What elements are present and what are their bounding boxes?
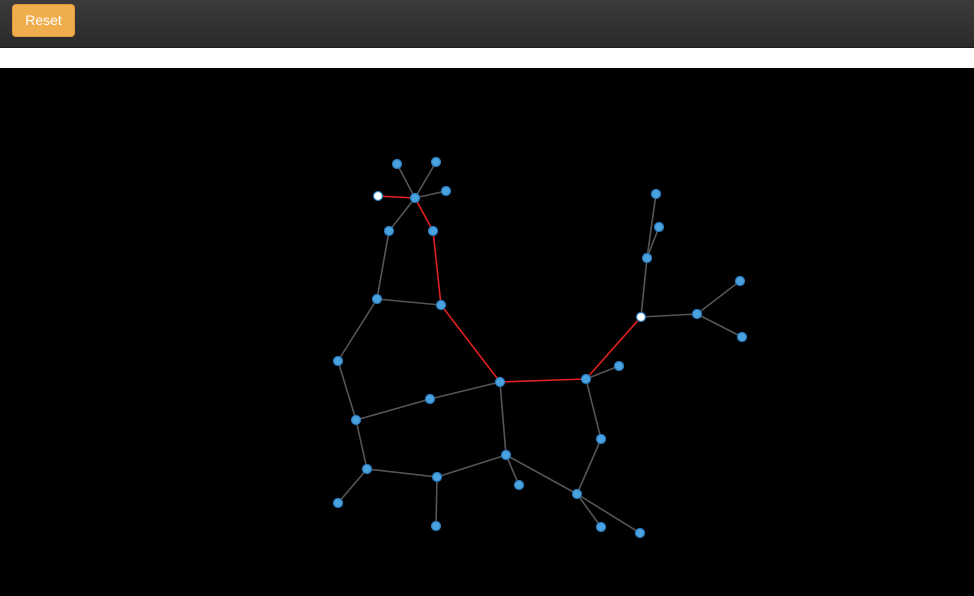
graph-edge bbox=[576, 438, 602, 495]
graph-edge bbox=[429, 381, 501, 400]
graph-node[interactable] bbox=[424, 393, 436, 405]
graph-edge bbox=[366, 468, 438, 478]
graph-node[interactable] bbox=[650, 188, 662, 200]
graph-edge bbox=[499, 381, 507, 456]
graph-node[interactable] bbox=[736, 331, 748, 343]
graph-node[interactable] bbox=[431, 471, 443, 483]
graph-node[interactable] bbox=[494, 376, 506, 388]
graph-edge-highlighted bbox=[440, 304, 501, 383]
nodes-layer bbox=[332, 156, 748, 539]
graph-edge bbox=[696, 280, 741, 315]
graph-node[interactable] bbox=[332, 497, 344, 509]
graph-edge-highlighted bbox=[585, 316, 642, 380]
graph-node[interactable] bbox=[613, 360, 625, 372]
graph-edge bbox=[576, 493, 602, 528]
edges-layer bbox=[337, 161, 743, 534]
graph-node-selected[interactable] bbox=[635, 311, 647, 323]
graph-edge bbox=[436, 454, 507, 478]
graph-node[interactable] bbox=[653, 221, 665, 233]
graph-node-selected[interactable] bbox=[372, 190, 384, 202]
graph-edge bbox=[435, 476, 438, 527]
graph-node[interactable] bbox=[734, 275, 746, 287]
graph-edge-highlighted bbox=[377, 195, 416, 199]
graph-node[interactable] bbox=[332, 355, 344, 367]
graph-node[interactable] bbox=[595, 433, 607, 445]
graph-edge bbox=[585, 378, 602, 440]
graph-edge bbox=[646, 193, 657, 259]
graph-edge bbox=[414, 161, 437, 199]
graph-node[interactable] bbox=[383, 225, 395, 237]
graph-svg[interactable] bbox=[0, 68, 974, 596]
graph-node[interactable] bbox=[571, 488, 583, 500]
graph-node[interactable] bbox=[435, 299, 447, 311]
reset-button[interactable]: Reset bbox=[12, 4, 75, 37]
graph-node[interactable] bbox=[691, 308, 703, 320]
graph-node[interactable] bbox=[440, 185, 452, 197]
graph-edge bbox=[576, 493, 641, 534]
graph-node[interactable] bbox=[391, 158, 403, 170]
graph-edge-highlighted bbox=[432, 230, 442, 306]
graph-edge bbox=[696, 313, 743, 338]
graph-edge bbox=[414, 190, 447, 199]
graph-node[interactable] bbox=[371, 293, 383, 305]
graph-edge bbox=[396, 163, 416, 199]
graph-edge bbox=[388, 197, 416, 232]
graph-edge bbox=[646, 226, 660, 259]
graph-edge bbox=[355, 419, 368, 470]
graph-edge bbox=[355, 398, 431, 421]
graph-edge bbox=[640, 257, 648, 318]
graph-node[interactable] bbox=[361, 463, 373, 475]
graph-edge bbox=[337, 468, 368, 504]
graph-node[interactable] bbox=[427, 225, 439, 237]
graph-edge bbox=[505, 454, 578, 495]
graph-edge bbox=[337, 360, 357, 421]
graph-node[interactable] bbox=[595, 521, 607, 533]
graph-edge bbox=[505, 454, 520, 486]
graph-canvas[interactable] bbox=[0, 68, 974, 596]
graph-node[interactable] bbox=[580, 373, 592, 385]
graph-node[interactable] bbox=[641, 252, 653, 264]
graph-edge bbox=[337, 298, 378, 362]
graph-node[interactable] bbox=[350, 414, 362, 426]
graph-edge-highlighted bbox=[499, 378, 587, 383]
graph-node[interactable] bbox=[430, 156, 442, 168]
graph-edge bbox=[585, 365, 620, 380]
graph-node[interactable] bbox=[430, 520, 442, 532]
graph-edge bbox=[376, 230, 390, 300]
graph-edge-highlighted bbox=[414, 197, 434, 232]
graph-node[interactable] bbox=[513, 479, 525, 491]
canvas-top-strip bbox=[0, 48, 974, 68]
graph-node[interactable] bbox=[500, 449, 512, 461]
graph-node[interactable] bbox=[634, 527, 646, 539]
graph-edge bbox=[640, 313, 698, 318]
graph-edge bbox=[376, 298, 442, 306]
toolbar: Reset bbox=[0, 0, 974, 48]
graph-node[interactable] bbox=[409, 192, 421, 204]
